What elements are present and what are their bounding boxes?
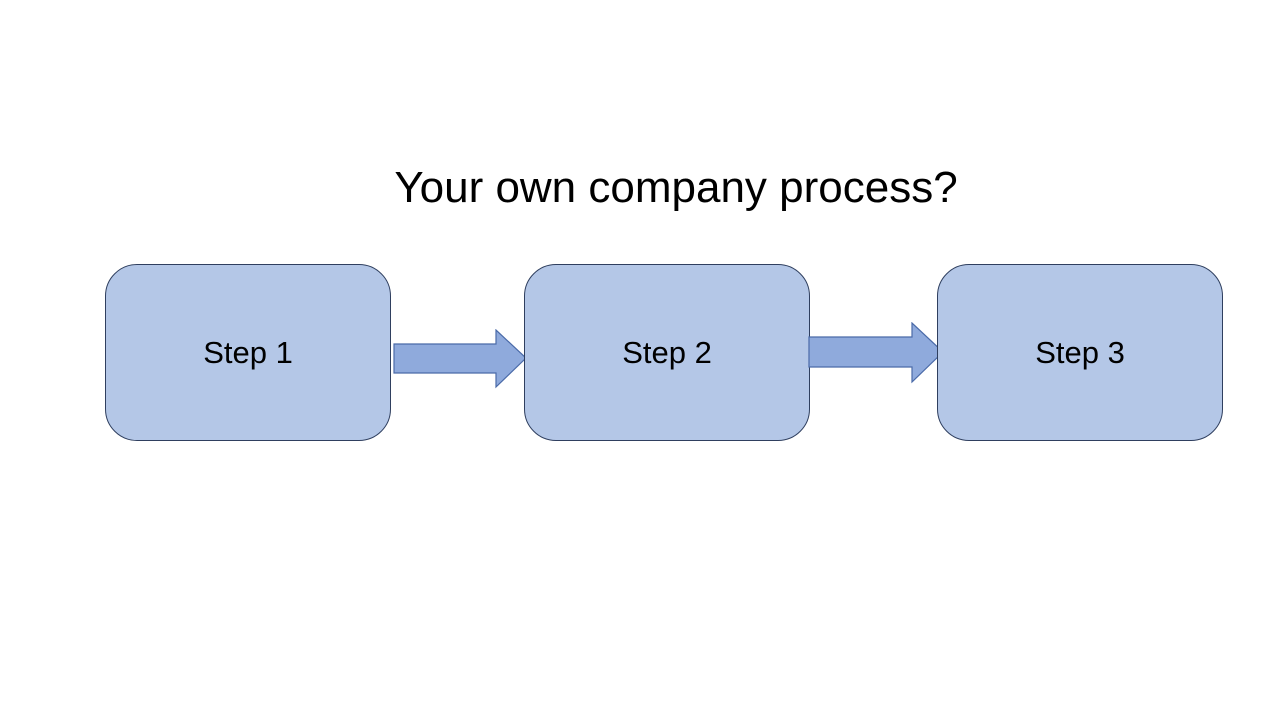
step-box-1: Step 1 (105, 264, 391, 441)
step-box-3: Step 3 (937, 264, 1223, 441)
arrow-right-icon (393, 329, 527, 389)
arrow-right-icon (808, 322, 944, 384)
slide-title: Your own company process? (394, 163, 958, 212)
step-box-2: Step 2 (524, 264, 810, 441)
step-label-2: Step 2 (622, 334, 712, 370)
step-label-1: Step 1 (203, 334, 293, 370)
step-label-3: Step 3 (1035, 334, 1125, 370)
